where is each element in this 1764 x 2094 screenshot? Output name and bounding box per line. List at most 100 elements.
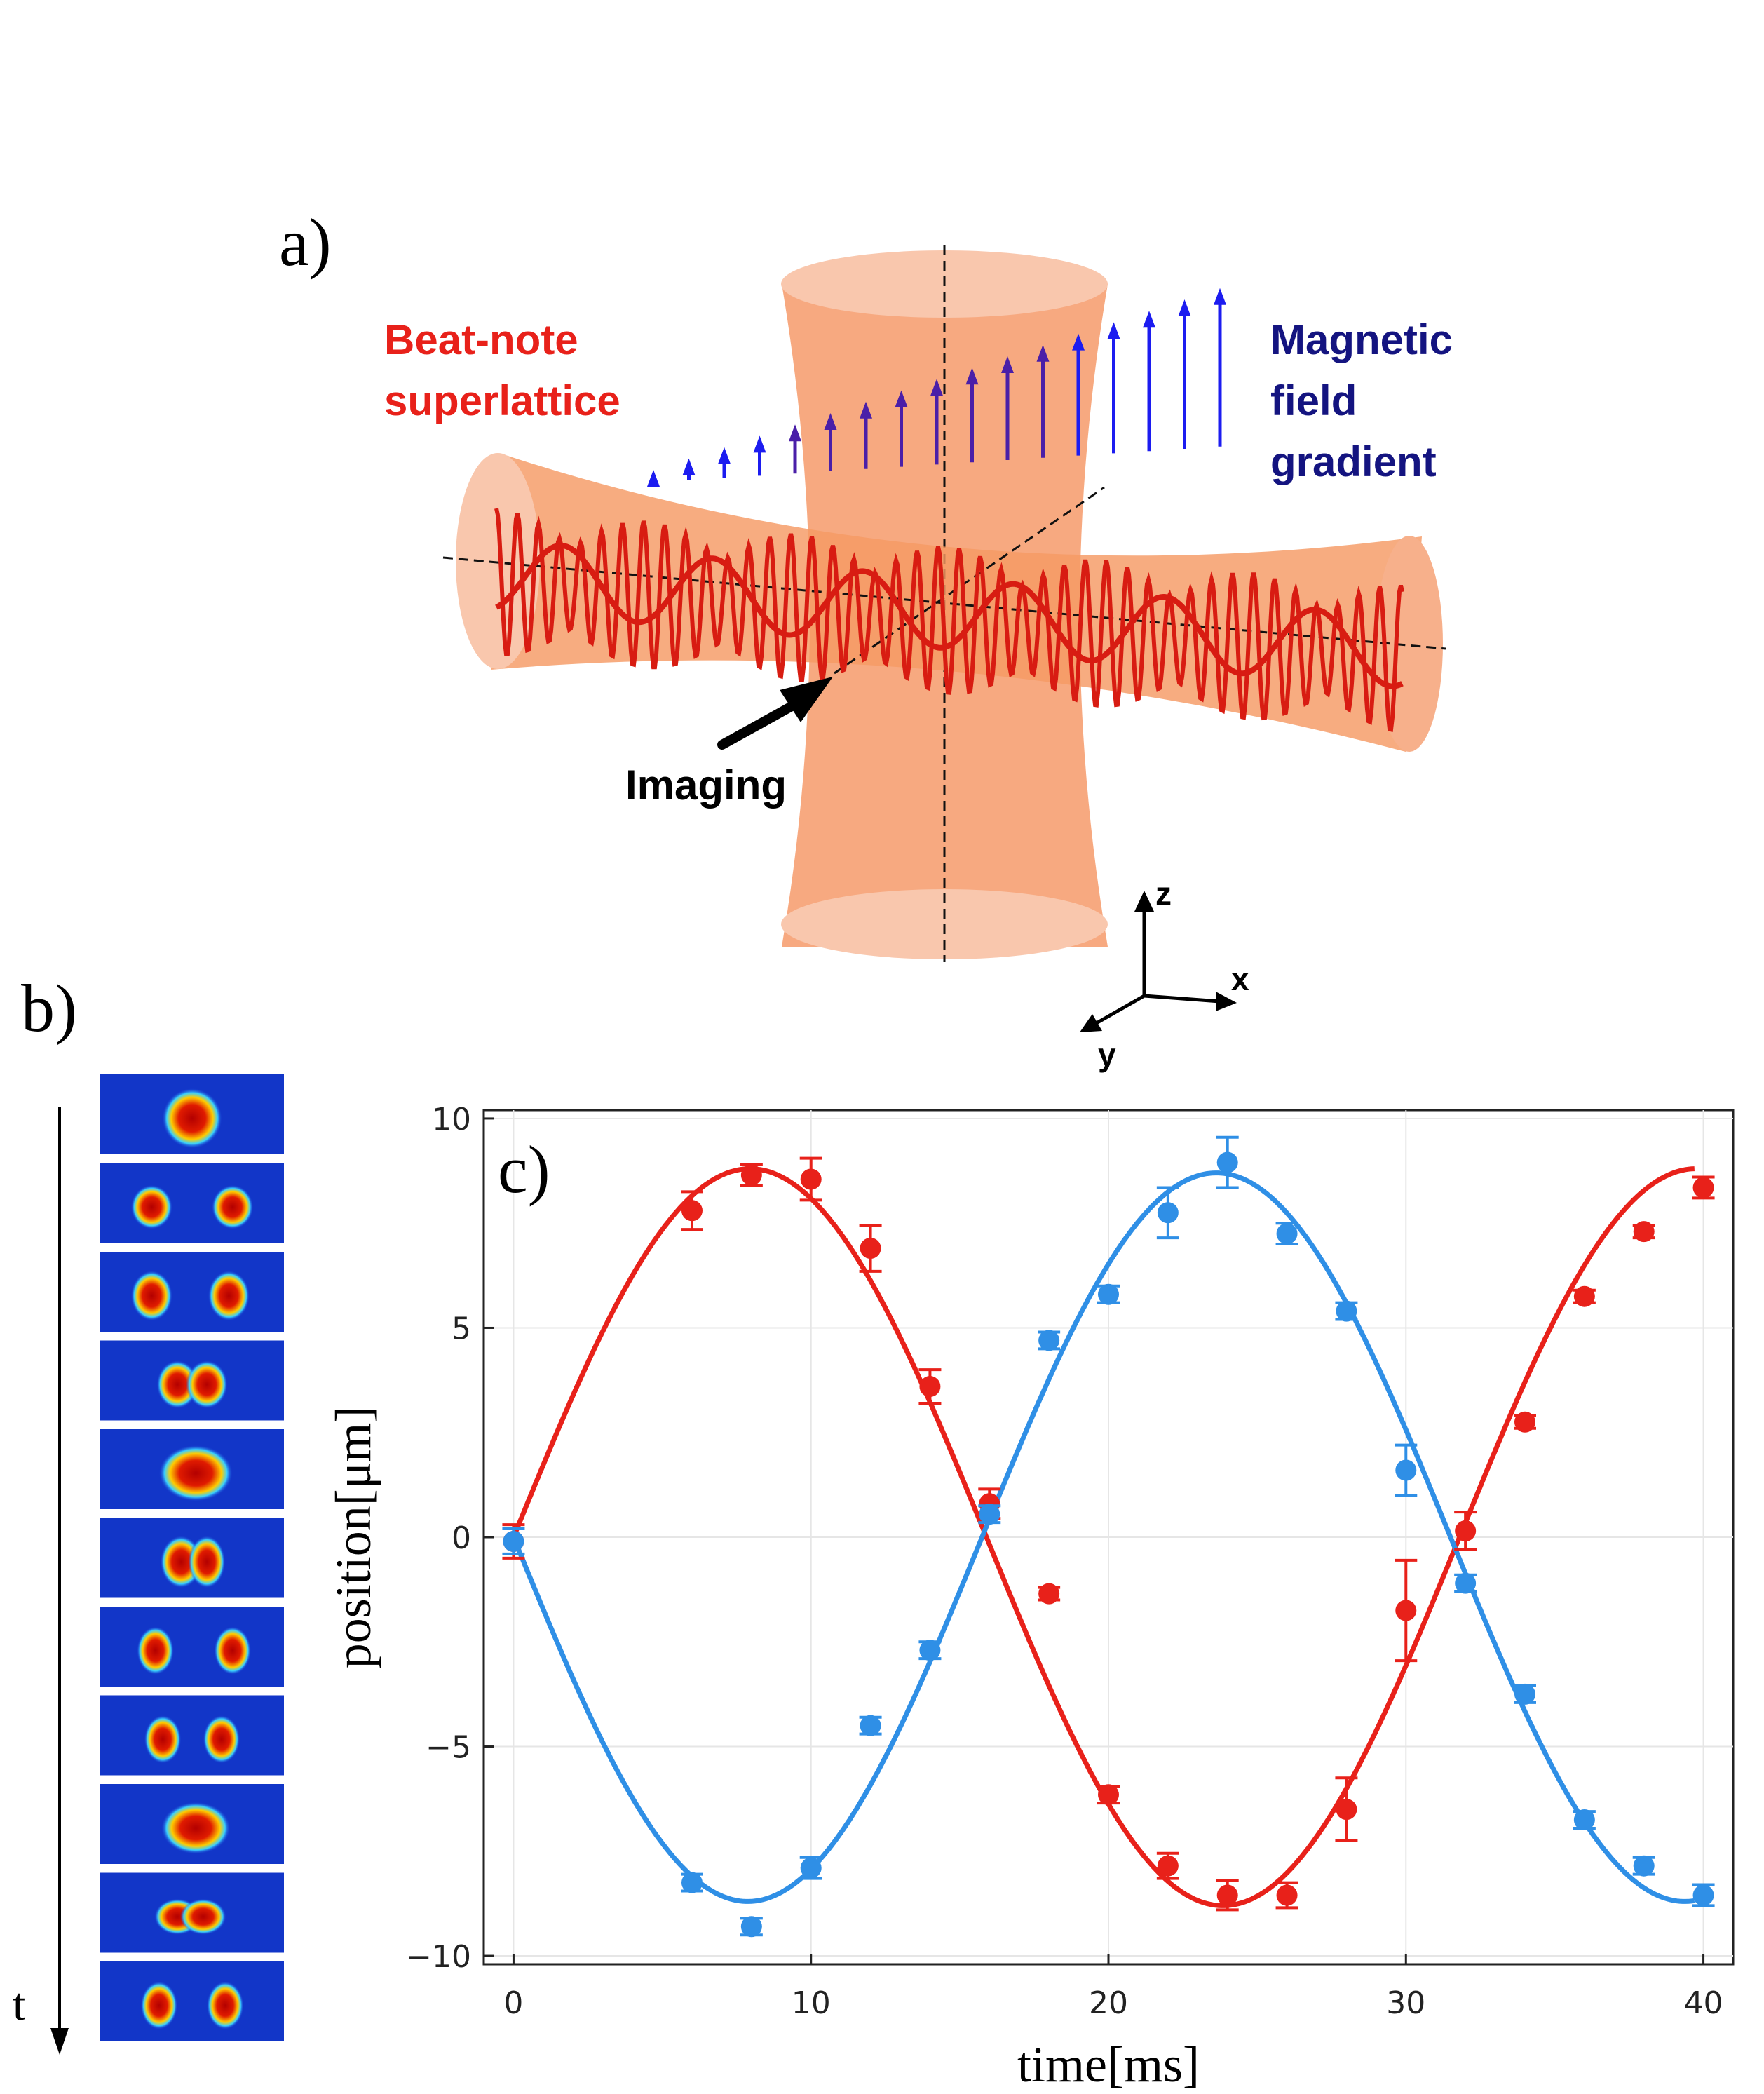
- beat-note-label-line2: superlattice: [384, 377, 620, 424]
- data-point: [1455, 1520, 1477, 1542]
- imaging-arrow-head: [780, 677, 833, 722]
- y-axis-label: position[μm]: [325, 1406, 381, 1669]
- data-point: [860, 1715, 881, 1736]
- time-label: t: [13, 1979, 25, 2030]
- field-arrow-head: [1036, 344, 1050, 362]
- time-arrow-head: [50, 2028, 69, 2055]
- fit-curve: [511, 1170, 1695, 1904]
- atom-cloud: [186, 1360, 228, 1409]
- data-point: [1038, 1330, 1060, 1351]
- field-arrow-head: [1143, 311, 1155, 328]
- data-point: [800, 1857, 822, 1879]
- atom-cloud: [130, 1271, 172, 1321]
- x-tick-label: 40: [1684, 1985, 1723, 2021]
- field-arrow-head: [1072, 333, 1085, 351]
- atom-cloud: [158, 1445, 233, 1501]
- data-point: [1633, 1855, 1655, 1877]
- data-point: [1633, 1221, 1655, 1243]
- atom-cloud: [162, 1088, 222, 1149]
- atom-cloud: [140, 1981, 178, 2029]
- x-axis-label: time[ms]: [1017, 2036, 1200, 2093]
- y-tick-label: 5: [452, 1311, 471, 1346]
- data-point: [503, 1530, 524, 1552]
- atom-cloud: [203, 1715, 240, 1764]
- data-points: [502, 1135, 1715, 1938]
- image-frame: [100, 1961, 284, 2041]
- atom-cloud: [156, 1360, 198, 1409]
- panel-label-c: c): [498, 1132, 550, 1207]
- absorption-image-strip: [100, 1074, 284, 2041]
- field-arrow-head: [824, 413, 837, 430]
- axis-label-y: y: [1098, 1036, 1116, 1073]
- data-point: [740, 1164, 762, 1186]
- slow-lattice-envelope: [495, 542, 1404, 689]
- field-arrow-head: [860, 401, 872, 419]
- data-point: [1395, 1459, 1417, 1481]
- data-point: [1038, 1583, 1060, 1605]
- coordinate-triad: [1080, 891, 1237, 1032]
- atom-cloud: [161, 1802, 231, 1854]
- data-point: [1216, 1151, 1238, 1173]
- data-point: [1573, 1285, 1595, 1307]
- field-arrow-head: [718, 447, 731, 464]
- image-frame: [100, 1163, 284, 1243]
- y-tick-label: −5: [426, 1730, 471, 1766]
- y-axis-dashed: [834, 486, 1105, 675]
- data-point: [1157, 1855, 1179, 1877]
- data-point: [1395, 1600, 1417, 1621]
- atom-cloud: [137, 1626, 174, 1675]
- field-arrow-head: [1178, 299, 1191, 316]
- image-frame: [100, 1252, 284, 1332]
- data-point: [1216, 1884, 1238, 1906]
- panel-label-b: b): [21, 971, 77, 1046]
- field-arrow-head: [1107, 322, 1120, 339]
- data-point: [1336, 1799, 1357, 1821]
- optical-lattice-diagram: Beat-note superlattice Magnetic field gr…: [384, 245, 1453, 1073]
- field-arrow-head: [1001, 356, 1014, 373]
- field-arrow-head: [647, 470, 660, 487]
- data-point: [860, 1238, 881, 1259]
- x-tick-label: 10: [792, 1985, 831, 2021]
- magnetic-label-line3: gradient: [1270, 438, 1437, 485]
- y-tick-label: 10: [432, 1102, 471, 1137]
- field-arrow-head: [682, 458, 696, 475]
- y-tick-label: 0: [452, 1520, 471, 1556]
- imaging-label: Imaging: [625, 762, 787, 809]
- data-point: [1514, 1411, 1535, 1433]
- magnetic-field-arrows: [647, 288, 1226, 487]
- field-arrow-head: [930, 379, 943, 396]
- image-frame: [100, 1607, 284, 1687]
- atom-cloud: [206, 1981, 244, 2029]
- field-arrow-head: [789, 424, 801, 442]
- data-point: [740, 1916, 762, 1938]
- data-point: [800, 1168, 822, 1190]
- data-point: [1276, 1223, 1298, 1245]
- atom-cloud: [179, 1898, 226, 1935]
- beat-note-label-line1: Beat-note: [384, 316, 578, 363]
- data-point: [1573, 1809, 1595, 1831]
- x-tick-label: 0: [503, 1985, 523, 2021]
- magnetic-label-line2: field: [1270, 377, 1357, 424]
- atom-cloud: [212, 1184, 254, 1229]
- atom-cloud: [130, 1184, 172, 1229]
- axis-label-z: z: [1155, 875, 1172, 912]
- data-point: [1157, 1202, 1179, 1224]
- x-tick-label: 30: [1386, 1985, 1425, 2021]
- field-arrow-head: [1214, 288, 1226, 305]
- axis-label-x: x: [1231, 961, 1249, 997]
- magnetic-label-line1: Magnetic: [1270, 316, 1453, 363]
- data-point: [1455, 1572, 1477, 1594]
- data-point: [681, 1200, 703, 1222]
- atom-cloud: [214, 1626, 251, 1675]
- data-point: [1514, 1683, 1535, 1705]
- field-arrow-head: [753, 435, 766, 453]
- atom-cloud: [208, 1271, 250, 1321]
- x-tick-label: 20: [1089, 1985, 1128, 2021]
- field-arrow-head: [965, 367, 979, 385]
- data-point: [1098, 1283, 1119, 1305]
- data-point: [1098, 1784, 1119, 1806]
- fast-lattice-wave: [494, 508, 1404, 732]
